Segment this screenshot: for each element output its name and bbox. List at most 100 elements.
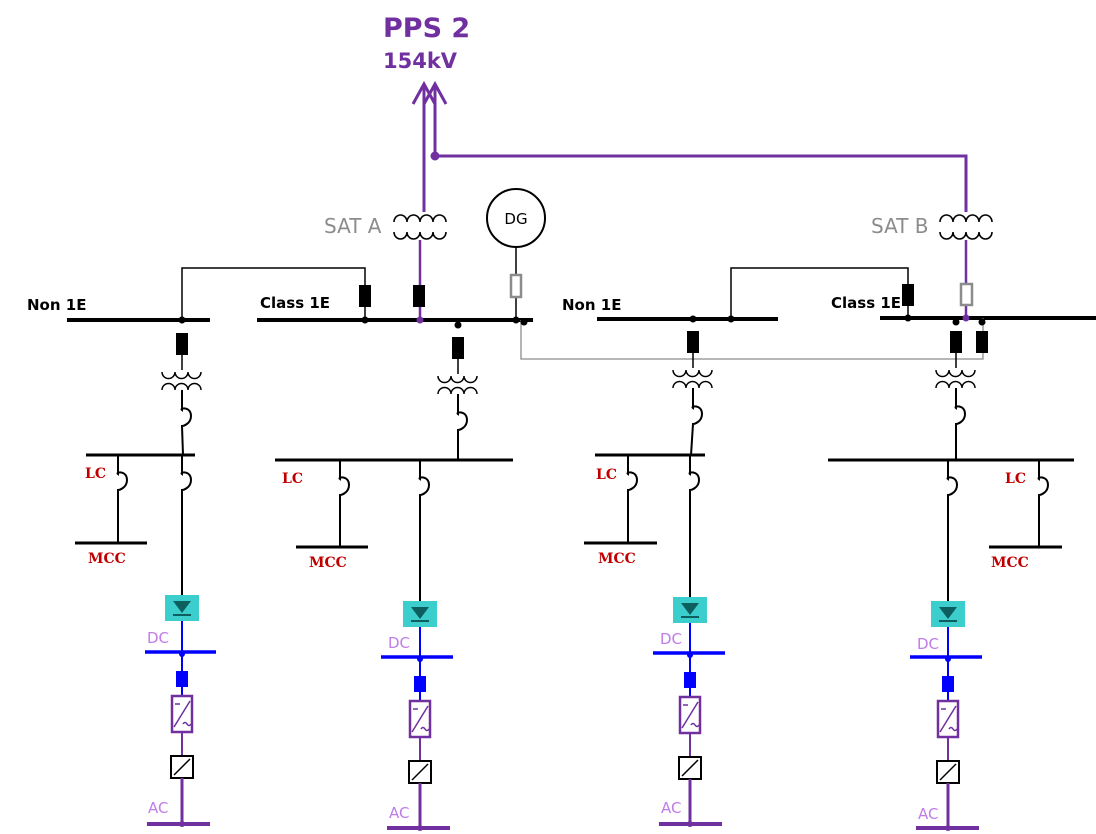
static-switch-slash [173,758,191,776]
dc-breaker-icon [176,671,188,687]
inverter-slash [681,701,699,729]
sat-b-label: SAT B [871,214,929,238]
transformer-secondary-icon [935,380,976,389]
transformer-primary-icon [672,369,713,378]
ac-junction [417,825,423,831]
sat-b-breaker-icon [959,282,974,307]
ac-label: AC [918,805,938,823]
inverter-slash [173,700,191,728]
inverter-icon [170,694,194,734]
lc-label: LC [282,471,303,487]
generator-breaker-icon [509,273,523,299]
inverter-ac-mark [948,726,958,732]
switch-icon [946,460,959,505]
bus-label-non1e-a: Non 1E [27,296,86,314]
ac-label: AC [148,799,168,817]
static-switch-slash [939,763,957,781]
dc-breaker-icon [684,672,696,688]
switch-icon [338,460,351,505]
sat-a-label: SAT A [324,214,382,238]
voltage-label: 154kV [383,49,458,73]
switch-icon [690,388,704,456]
lc-label: LC [85,466,106,482]
dc-label: DC [917,635,939,653]
breaker-icon [413,285,425,307]
ac-label: AC [661,799,681,817]
inverter-slash [939,705,957,733]
breaker-icon [976,331,988,353]
mcc-label: MCC [991,555,1029,571]
switch-icon [456,394,469,460]
breaker-icon [176,333,188,355]
bus-label-non1e-b: Non 1E [562,296,621,314]
unit-feeder-1: LC MCC DC AC [75,355,216,827]
ac-junction [945,825,951,831]
generator-label: DG [504,210,527,228]
dg-tie-line [520,318,984,360]
unit-feeder-3: LC MCC DC AC [584,353,725,827]
dc-label: DC [388,634,410,652]
sat-a-transformer-icon [393,214,447,240]
diesel-generator: DG [486,188,546,320]
switch-icon [954,388,967,460]
diode-icon [939,607,957,619]
transformer-primary-icon [161,371,202,380]
inverter-slash [411,705,429,733]
rectifier-icon [165,595,199,621]
ac-junction [179,821,185,827]
incoming-feeders [411,80,968,212]
sat-b-transformer-icon [939,214,993,240]
switch-icon [626,455,639,500]
static-switch-slash [681,759,699,777]
junction-dots [178,314,986,329]
ac-label: AC [389,804,409,822]
unit-feeder-2: LC MCC DC AC [275,359,513,831]
switch-icon [180,455,193,500]
diode-icon [173,601,191,613]
bus-label-class1e-a: Class 1E [260,294,330,312]
mcc-label: MCC [309,555,347,571]
transformer-secondary-icon [672,380,713,389]
mv-breakers [176,284,988,359]
transformer-secondary-icon [161,382,202,391]
feeder-arrow-icon [422,80,448,105]
inverter-icon [936,699,960,739]
dc-breaker-icon [942,676,954,692]
diode-icon [681,603,699,615]
lc-label: LC [596,467,617,483]
breaker-icon [687,331,699,353]
inverter-icon [408,699,432,739]
switch-icon [116,455,129,500]
transformer-primary-icon [437,375,478,384]
transformer-secondary-icon [437,386,478,395]
breaker-icon [950,331,962,353]
ac-junction [687,821,693,827]
switch-icon [688,455,701,500]
diode-icon [411,607,429,619]
bus-label-class1e-b: Class 1E [831,294,901,312]
dc-label: DC [660,630,682,648]
mcc-label: MCC [598,551,636,567]
inverter-ac-mark [420,726,430,732]
breaker-icon [902,284,914,306]
breaker-icon [359,285,371,307]
lc-label: LC [1005,471,1026,487]
static-switch-slash [411,763,429,781]
inverter-icon [678,695,702,735]
dc-label: DC [147,629,169,647]
unit-feeder-4: LC MCC DC AC [828,353,1074,831]
inverter-ac-mark [690,722,700,728]
unit-feeders: LC MCC DC AC LC MCC DC AC LC MCC DC AC LC MCC DC AC [75,353,1074,831]
rectifier-icon [403,601,437,627]
inverter-ac-mark [182,721,192,727]
rectifier-icon [673,597,707,623]
mv-buses [67,316,1096,322]
dc-breaker-icon [414,676,426,692]
feeder-arrow-icon [411,80,437,105]
transformer-primary-icon [935,369,976,378]
breaker-icon [452,337,464,359]
mcc-label: MCC [88,551,126,567]
switch-icon [418,460,431,505]
diagram-title: PPS 2 [383,13,470,44]
